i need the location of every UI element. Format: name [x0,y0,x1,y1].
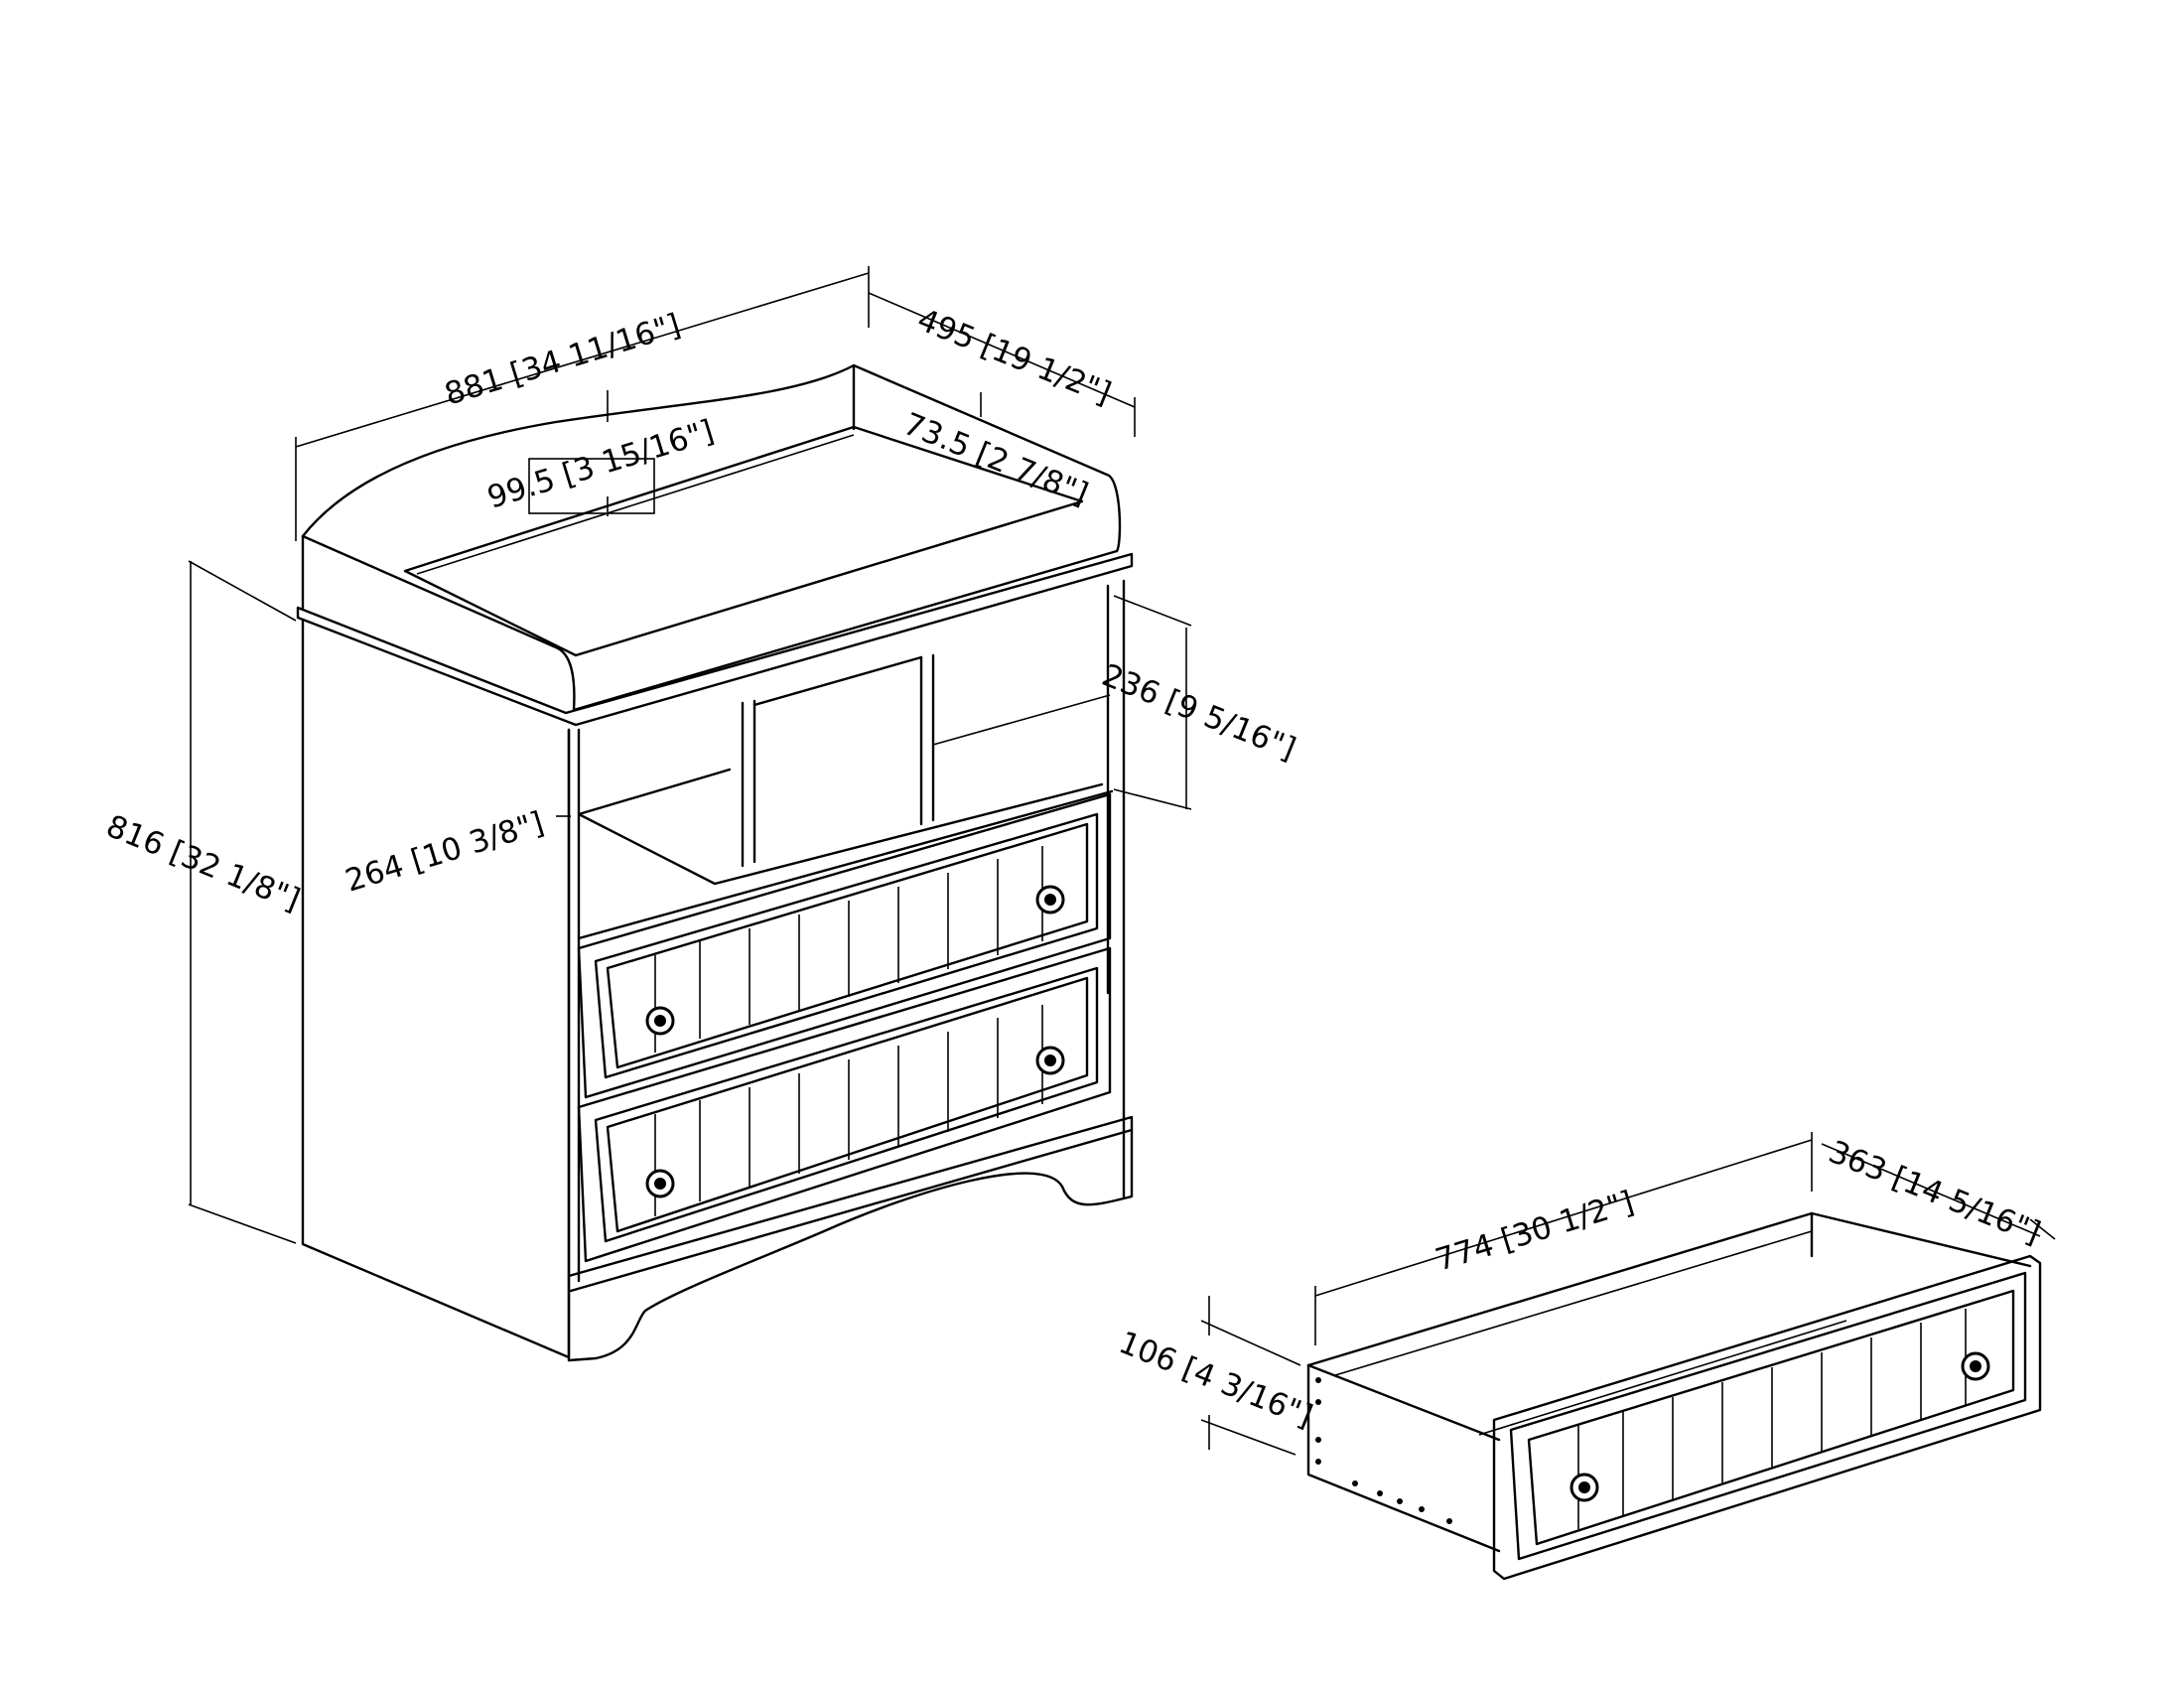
drawer-height-label: 106 [4 3/16"] [1114,1325,1317,1435]
drawer-width-label: 774 [30 1/2"] [1432,1185,1638,1279]
bottom-drawer [577,946,1112,1263]
overall-height-label: 816 [32 1/8"] [101,808,305,918]
width-label: 881 [34 11/16"] [441,307,685,412]
base-skirt [567,1115,1134,1362]
rail-height-label: 73.5 [2 7/8"] [898,406,1093,512]
dimension-lines [188,266,2056,1456]
detached-drawer [1306,1211,2042,1581]
front-rail [301,534,576,712]
top-drawer [577,792,1112,1099]
drawer-depth-label: 363 [14 5/16"] [1824,1134,2045,1251]
shelf-height-label: 236 [9 5/16"] [1097,657,1300,768]
depth-label: 495 [19 1/2"] [912,302,1116,412]
side-panel [301,619,571,1359]
back-rail [301,363,1122,553]
top-surface [403,425,1084,657]
cubby-depth-label: 264 [10 3/8"] [341,805,548,900]
